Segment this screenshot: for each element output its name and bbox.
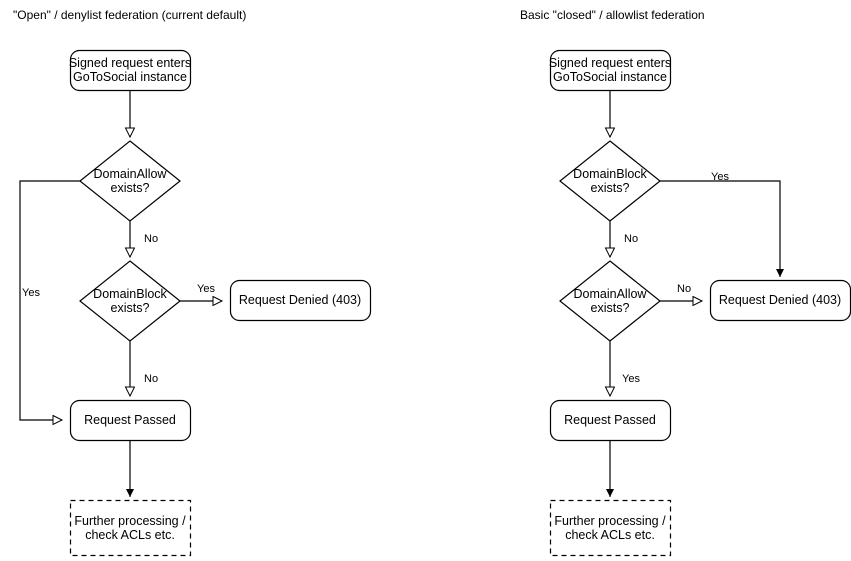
- node-decision1-right: [559, 140, 661, 222]
- node-decision1-left: [79, 140, 181, 222]
- node-entry-left: [69, 49, 192, 92]
- node-further-left: [69, 499, 192, 557]
- node-passed-right: [549, 399, 672, 442]
- node-entry-right: [549, 49, 672, 92]
- node-denied-left: [229, 279, 372, 322]
- edge-decision1-passed-left: [19, 180, 80, 420]
- node-denied-right: [709, 279, 851, 322]
- edge-decision1-denied-right: [660, 180, 784, 277]
- node-decision2-left: [79, 260, 181, 342]
- node-further-right: [549, 499, 672, 557]
- node-decision2-right: [559, 260, 661, 342]
- node-passed-left: [69, 399, 192, 442]
